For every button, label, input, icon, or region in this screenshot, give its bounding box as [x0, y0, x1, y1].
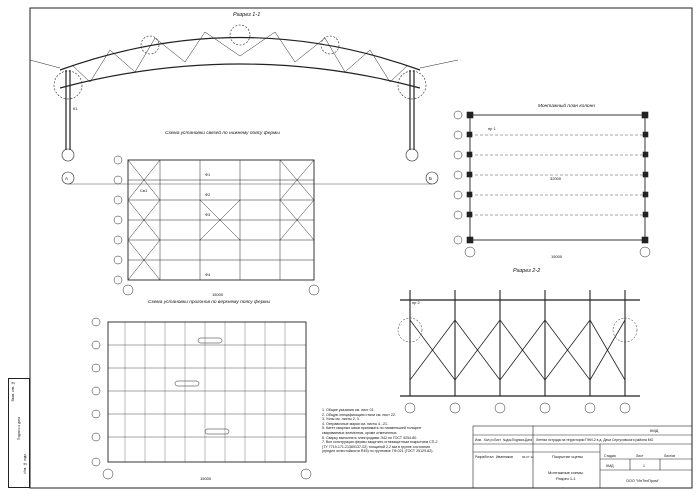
brace-label: Св1: [140, 188, 148, 193]
side-stamp-field: Подпись и дата: [17, 417, 21, 440]
note-line: (ТУ 7719-171-21369137-02) толщиной 2,2 м…: [322, 444, 430, 449]
stamp-company: ООО "ИнТехПром": [626, 479, 660, 483]
stamp-title-2: Монтажные схемы.: [548, 470, 584, 475]
side-stamp: Взам. инв. № Подпись и дата Инв. № подл.: [8, 378, 30, 488]
stamp-sheets-label: Листов: [664, 454, 675, 458]
beam-f1: Ф1: [205, 172, 211, 177]
note-line: 1. Общие указания см. лист 01.: [322, 408, 375, 412]
axis-a-label: А: [65, 176, 68, 181]
note-line: 6. Сварку выполнять электродами Э42 по Г…: [322, 435, 418, 440]
sheet-frame: [29, 7, 693, 489]
beam-f2: Ф2: [205, 192, 211, 197]
side-stamp-field: Инв. № подл.: [23, 453, 27, 474]
stamp-col-5: Дата: [525, 438, 532, 442]
stamp-col-1: Кол.уч: [484, 438, 494, 442]
section-1-1: [29, 24, 459, 185]
lower-bracing-plan: [113, 155, 320, 296]
stamp-code: КМД: [650, 428, 659, 433]
purlin-2-label: пр 2: [412, 300, 421, 305]
dim-32000: 32000: [550, 176, 562, 181]
beam-f4: Ф4: [205, 272, 211, 277]
note-line: (предел огнестойкости R45) по грунтовке …: [322, 449, 434, 454]
stamp-col-3: №док.: [503, 438, 512, 442]
upper-purlins-title: Схема установки прогонов по верхнему поя…: [148, 299, 271, 305]
note-line: 2. Общую спецификацию стали см. лист 22.: [322, 412, 396, 417]
stamp-title-1: Покрытие сцены: [552, 454, 583, 459]
section-1-1-title: Разрез 1-1: [233, 12, 260, 18]
stamp-sheet: 1: [643, 464, 645, 468]
column-plan: [453, 110, 651, 258]
section-2-2-title: Разрез 2-2: [513, 268, 540, 274]
stamp-title-3: Разрез 1-1: [556, 476, 576, 481]
stamp-stage-label: Стадия: [604, 454, 616, 458]
column-plan-title: Монтажный план колонн: [538, 102, 595, 109]
general-notes: 1. Общие указания см. лист 01. 2. Общую …: [322, 408, 472, 454]
dim-15000-plan: 15000: [551, 254, 563, 259]
stamp-col-0: Изм.: [475, 438, 482, 442]
note-line: 4. Отправочные марки см. листы 4...21.: [322, 421, 389, 426]
dim-15000-upper: 15000: [200, 476, 212, 481]
stamp-sheet-label: Лист: [636, 454, 644, 458]
section-2-2: [397, 290, 640, 414]
column-k1-label: К1: [73, 106, 78, 111]
beam-f3: Ф3: [205, 212, 211, 217]
stamp-project: Летняя эстрада на территории ПНИ-2 в д. …: [536, 438, 654, 442]
axis-b-label: Б: [429, 176, 432, 181]
stamp-author: Иванников: [496, 455, 513, 459]
note-line: 7. Все конструкции фермы защитить огнеза…: [322, 440, 438, 445]
side-stamp-field: Взам. инв. №: [11, 381, 15, 402]
title-block: [472, 425, 693, 489]
purlin-label: пр 1: [488, 126, 497, 131]
stamp-role: Разработал: [475, 455, 493, 459]
stamp-stage: КМД: [606, 464, 614, 468]
stamp-col-2: Лист: [494, 438, 501, 442]
lower-bracing-title: Схема установки связей по нижнему поясу …: [165, 129, 280, 136]
stamp-col-4: Подпись: [512, 438, 525, 442]
note-line: 3. Узлы см. листы 2, 3.: [322, 417, 360, 422]
dim-15000-lower: 15000: [212, 292, 224, 297]
note-line: свариваемых элементов, кроме отмеченных.: [322, 430, 398, 435]
note-line: 5. Катет сварных швов принимать по наиме…: [322, 426, 422, 431]
stamp-date: 06.07.12: [522, 455, 534, 459]
upper-purlin-plan: [91, 317, 312, 480]
